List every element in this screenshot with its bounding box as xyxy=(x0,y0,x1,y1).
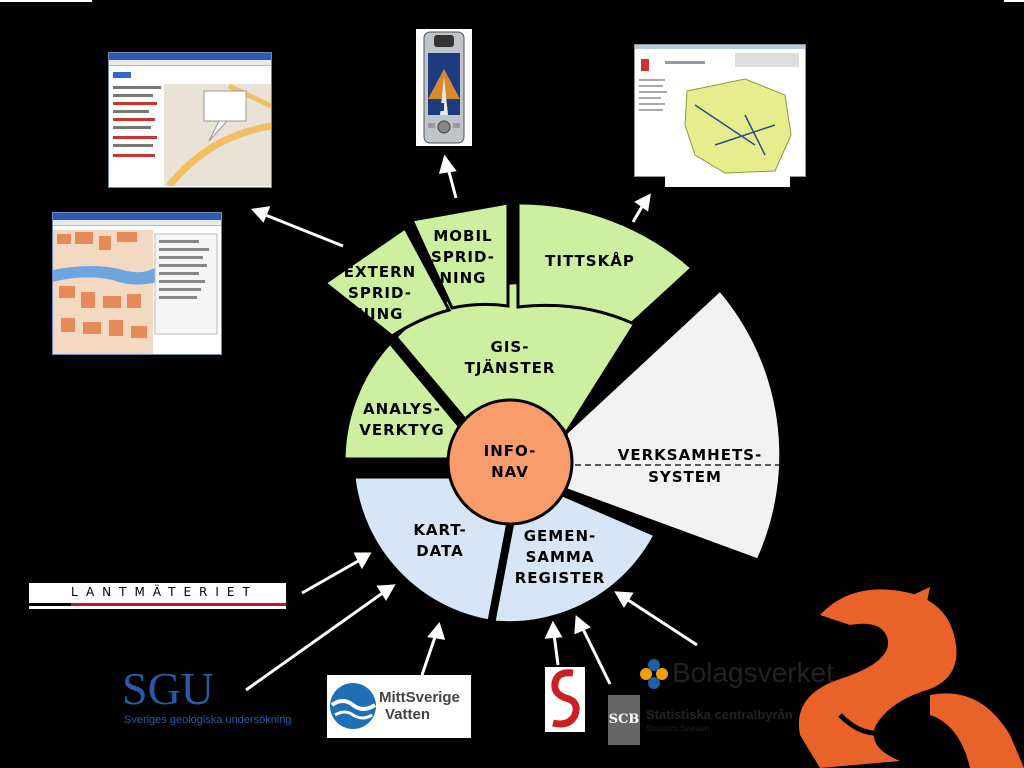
dragon-s-icon xyxy=(551,669,580,728)
arrowhead xyxy=(353,552,372,570)
bolagsverket-text: Bolagsverket xyxy=(672,657,834,688)
label-mobil-spridning: MOBIL SPRID- NING xyxy=(431,227,495,287)
label-center: INFO- NAV xyxy=(483,442,537,481)
arrowhead xyxy=(376,584,396,601)
arrow-scb xyxy=(580,626,612,685)
lantmateriet-logo: LANTMÄTERIET xyxy=(29,583,286,609)
label-verksamhet-top: VERKSAMHETS- xyxy=(617,446,763,464)
arrowhead xyxy=(438,154,457,174)
label-analysverktyg: ANALYS- VERKTYG xyxy=(359,400,445,439)
label-gemensamma-register: GEMEN- SAMMA REGISTER xyxy=(514,527,606,587)
google-maps-screenshot xyxy=(108,52,272,188)
bolagsverket-logo: Bolagsverket xyxy=(640,657,860,693)
corner-mark-left xyxy=(0,0,92,2)
scb-text-2: Statistics Sweden xyxy=(646,724,710,733)
arrow-dragon-small xyxy=(552,633,560,666)
sgu-title: SGU xyxy=(122,663,215,714)
mittsverige-text-1: MittSverige xyxy=(379,689,460,706)
arrowhead xyxy=(427,621,446,640)
lantmateriet-text: LANTMÄTERIET xyxy=(71,585,258,599)
water-drop-icon xyxy=(330,683,377,729)
center-circle xyxy=(446,398,574,526)
arrowhead xyxy=(574,615,591,635)
label-kartdata: KART- DATA xyxy=(413,521,467,560)
sgu-subtitle: Sveriges geologiska undersökning xyxy=(124,714,292,726)
scb-mark: SCB xyxy=(608,695,640,745)
lantmateriet-ruler xyxy=(29,603,286,606)
arrowhead xyxy=(251,206,271,223)
large-dragon-emblem xyxy=(798,587,1024,768)
arrow-bolagsverket xyxy=(624,596,698,647)
bolagsverket-flower-icon xyxy=(640,659,668,689)
arrow-mittsverige xyxy=(420,633,438,676)
arrowhead xyxy=(634,193,651,212)
corner-mark-right xyxy=(1004,0,1024,2)
mittsverige-text-2: Vatten xyxy=(385,706,431,723)
sector-mobil-spridning xyxy=(409,201,510,310)
pda-phone-icon xyxy=(423,31,465,144)
tittskap-caption-strip xyxy=(665,175,790,187)
sgu-logo: SGU Sveriges geologiska undersökning xyxy=(122,663,312,732)
arrowhead xyxy=(544,620,563,639)
arrow-lantmateriet xyxy=(301,558,361,595)
arrow-extern-to-map xyxy=(262,212,344,248)
city-map-thumbnail xyxy=(53,226,221,354)
label-tittskap: TITTSKÅP xyxy=(545,252,635,270)
mittsverige-vatten-logo: MittSverige Vatten xyxy=(327,675,471,738)
small-dragon-logo xyxy=(545,667,585,732)
tittskap-map-screenshot xyxy=(634,44,806,177)
sector-extern-spridning xyxy=(322,225,452,338)
google-maps-thumbnail xyxy=(109,66,271,187)
scb-text-1: Statistiska centralbyrån xyxy=(646,707,793,722)
mobile-phone-image xyxy=(416,29,472,146)
arrow-tittskap-to-screenshot xyxy=(631,204,645,223)
tittskap-map-thumbnail xyxy=(635,45,805,176)
scb-logo: SCB Statistiska centralbyrån Statistics … xyxy=(608,695,808,745)
arrow-mobil-to-phone xyxy=(446,167,458,199)
label-verksamhet-bottom: SYSTEM xyxy=(648,468,722,486)
label-gis-tjanster: GIS- TJÄNSTER xyxy=(464,338,556,377)
arrow-sgu xyxy=(245,590,385,692)
city-map-screenshot xyxy=(52,212,222,355)
sector-tittskap xyxy=(516,201,695,325)
arrowhead xyxy=(614,591,634,608)
label-extern-spridning: EXTERN SPRID- NING xyxy=(343,263,417,323)
